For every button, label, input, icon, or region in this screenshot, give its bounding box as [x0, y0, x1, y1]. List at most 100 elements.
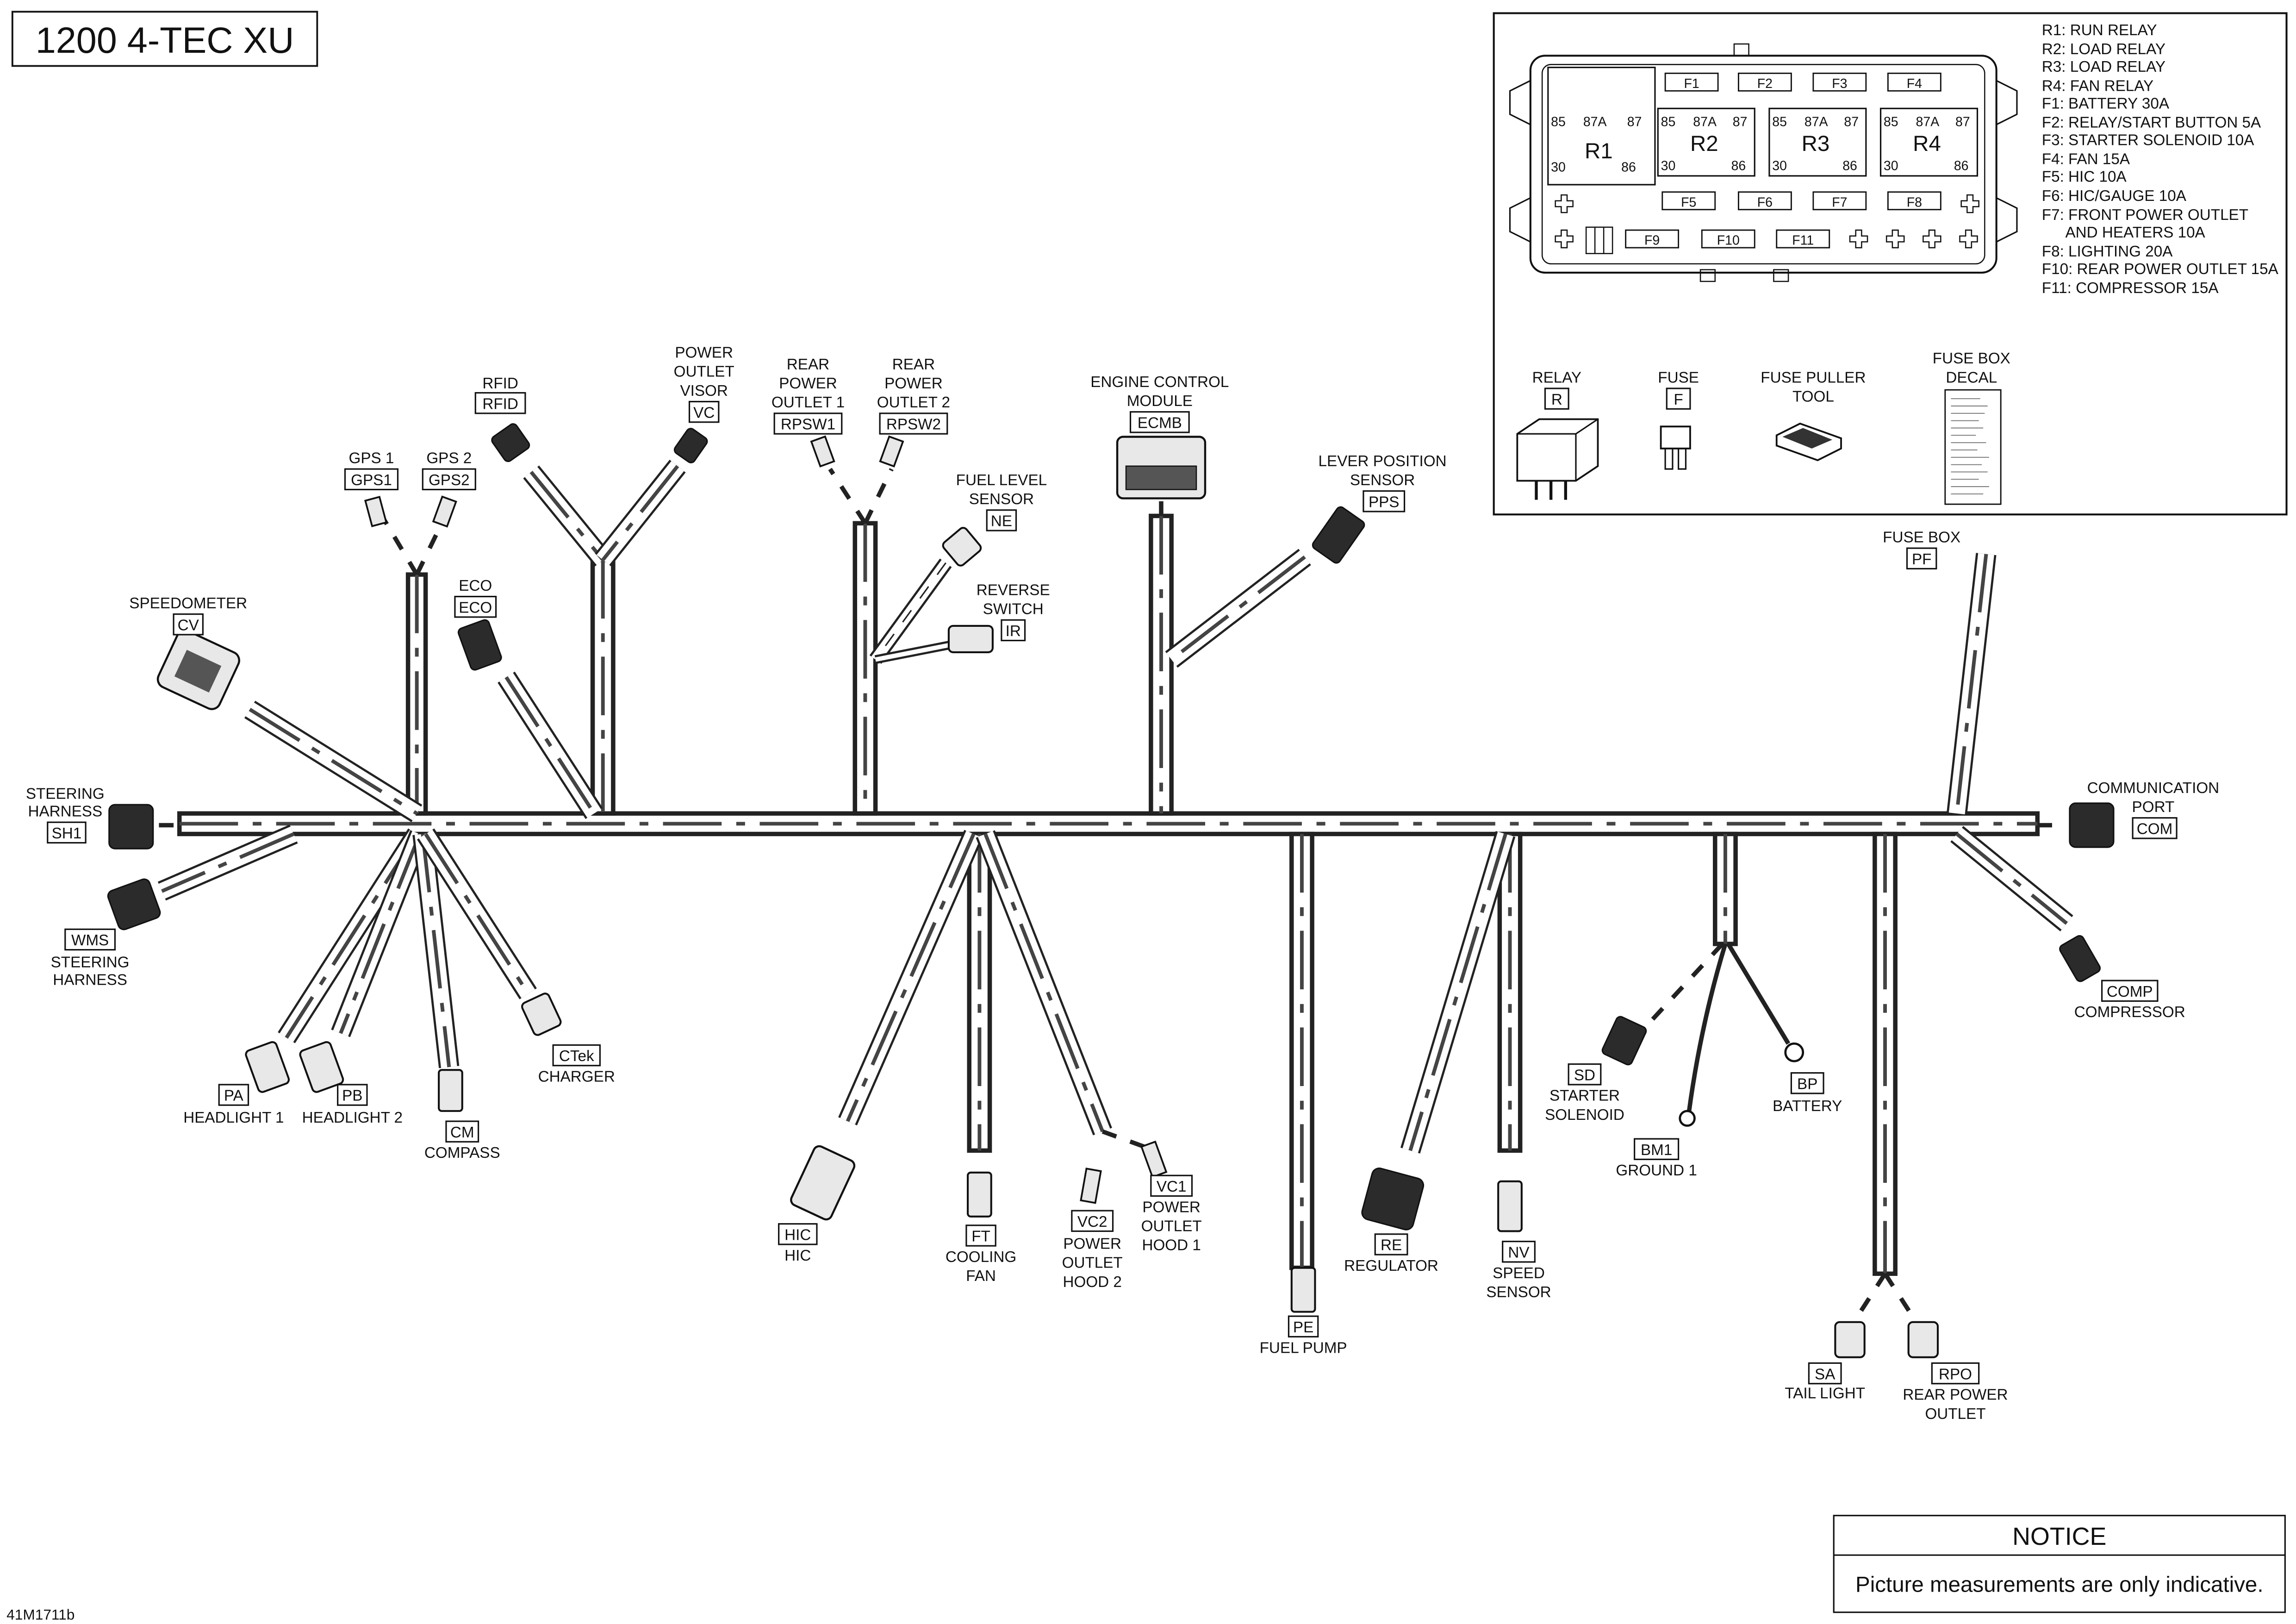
pin-label: 87A [1916, 114, 1940, 129]
part-title: TOOL [1792, 388, 1834, 406]
label-line: LEVER POSITION [1319, 453, 1447, 470]
legend-line: F2: RELAY/START BUTTON 5A [2042, 114, 2261, 131]
empty-slot-markers [1555, 194, 1979, 254]
connector-label-CTek: CTek CHARGER [538, 1044, 615, 1086]
connector-icon-CTek [521, 993, 562, 1036]
relay-R2: 85 87A 87 R2 30 86 [1657, 107, 1755, 177]
code-text: VC2 [1077, 1213, 1108, 1230]
code-text: WMS [71, 932, 109, 949]
pin-label: 85 [1884, 114, 1898, 129]
pin-label: 87A [1693, 114, 1717, 129]
legend-line: F8: LIGHTING 20A [2042, 243, 2173, 260]
connector-label-VC: POWER OUTLET VISOR VC [674, 344, 734, 423]
connector-label-GPS1: GPS 1 GPS1 [344, 450, 399, 491]
label-line: REVERSE [977, 581, 1050, 599]
fuse-row-bottom: F9 F10 F11 [1625, 229, 1830, 249]
connector-label-RE: RE REGULATOR [1344, 1233, 1438, 1274]
fuse-box-drawing: 85 87A 87 R1 30 86 85 87A 87 R2 30 86 85 [1509, 43, 2018, 282]
pin-label: 86 [1621, 160, 1636, 175]
pin-label: 85 [1661, 114, 1676, 129]
diagonal-branches [157, 459, 2073, 1321]
connector-label-CV: SPEEDOMETER CV [129, 595, 247, 636]
label-line: GPS 2 [426, 450, 472, 467]
code-text: SH1 [52, 825, 82, 842]
legend-line: F1: BATTERY 30A [2042, 95, 2170, 112]
label-line: FUEL LEVEL [956, 472, 1047, 489]
pin-label: 85 [1772, 114, 1787, 129]
connector-icon-CM [438, 1069, 463, 1112]
code-text: NV [1508, 1244, 1530, 1261]
label-line: FAN [966, 1268, 996, 1285]
label-line: TAIL LIGHT [1785, 1385, 1865, 1402]
relay-R3: 85 87A 87 R3 30 86 [1768, 107, 1867, 177]
connector-label-SD: SD STARTER SOLENOID [1545, 1063, 1624, 1124]
code-text: RPSW1 [781, 416, 835, 433]
connector-label-IR: REVERSE SWITCH IR [977, 581, 1050, 642]
fuse-icon [1660, 425, 1691, 450]
label-line: COMMUNICATION [2087, 780, 2220, 797]
label-line: POWER [884, 375, 943, 392]
connector-labels: GPS 1 GPS1 GPS 2 GPS2 RFID RFID POWER OU… [26, 344, 2219, 1423]
label-line: BATTERY [1773, 1098, 1842, 1115]
fuse-label: F7 [1832, 195, 1847, 210]
code-text: PB [342, 1087, 362, 1105]
code-text: GPS1 [351, 472, 392, 489]
relay-R1: 85 87A 87 R1 30 86 [1547, 67, 1656, 186]
wire-harness [157, 459, 2073, 1321]
code-text: RFID [482, 395, 518, 412]
connector-icon-HIC [790, 1145, 856, 1221]
connector-label-CM: CM COMPASS [424, 1120, 500, 1162]
label-line: SPEEDOMETER [129, 595, 247, 612]
connector-label-WMS: WMS STEERING HARNESS [51, 928, 130, 989]
pin-label: 87 [1955, 114, 1970, 129]
legend-line: F3: STARTER SOLENOID 10A [2042, 131, 2254, 149]
legend-line: R3: LOAD RELAY [2042, 58, 2165, 75]
fuse-label: F2 [1757, 76, 1773, 91]
label-line: OUTLET [1062, 1255, 1123, 1272]
label-line: HIC [784, 1247, 811, 1264]
label-line: SENSOR [969, 491, 1034, 508]
connector-icon-VC1 [1140, 1140, 1168, 1178]
connector-icon-FT [967, 1171, 992, 1218]
part-relay: RELAY R [1516, 369, 1599, 500]
connector-shapes [107, 423, 2115, 1358]
relay-icon [1516, 418, 1599, 482]
decal-icon [1944, 389, 2002, 505]
legend-line: AND HEATERS 10A [2065, 224, 2205, 241]
label-line: OUTLET [1925, 1405, 1985, 1423]
label-line: STEERING [26, 786, 105, 803]
connector-label-NE: FUEL LEVEL SENSOR NE [956, 472, 1047, 531]
connector-label-PB: PB HEADLIGHT 2 [302, 1084, 403, 1126]
code-text: SA [1815, 1366, 1836, 1383]
label-line: FUSE BOX [1883, 529, 1960, 546]
connector-label-NV: NV SPEED SENSOR [1486, 1241, 1551, 1301]
fuse-box-panel: 85 87A 87 R1 30 86 85 87A 87 R2 30 86 85 [1493, 12, 2288, 516]
pin-label: 30 [1551, 160, 1566, 175]
code-text: GPS2 [429, 472, 470, 489]
connector-label-PPS: LEVER POSITION SENSOR PPS [1319, 453, 1447, 512]
label-line: OUTLET 2 [877, 394, 950, 411]
code-text: RPO [1939, 1366, 1972, 1383]
label-line: COMPRESSOR [2074, 1004, 2185, 1021]
connector-icon-SH1 [108, 804, 154, 849]
code-text: PPS [1369, 493, 1400, 511]
connector-label-VC2: VC2 POWER OUTLET HOOD 2 [1062, 1210, 1123, 1291]
code-text: NE [991, 513, 1012, 530]
label-line: ENGINE CONTROL [1090, 374, 1229, 391]
label-line: MODULE [1127, 393, 1193, 410]
connector-label-FT: FT COOLING FAN [946, 1224, 1016, 1285]
relay-name: R3 [1802, 131, 1830, 156]
code-text: ECO [459, 599, 492, 616]
part-title: FUSE BOX [1933, 350, 2010, 367]
legend-line: R4: FAN RELAY [2042, 77, 2153, 94]
connector-icon-BP [1784, 1042, 1804, 1062]
label-line: OUTLET [1141, 1218, 1202, 1235]
label-line: SENSOR [1350, 472, 1415, 489]
pin-label: 87 [1844, 114, 1859, 129]
connector-label-RPSW1: REAR POWER OUTLET 1 RPSW1 [772, 356, 845, 435]
pin-label: 87A [1804, 114, 1828, 129]
code-text: RPSW2 [886, 416, 941, 433]
code-text: CV [178, 617, 199, 634]
fuse-label: F10 [1717, 233, 1740, 248]
code-text: BP [1797, 1075, 1817, 1093]
